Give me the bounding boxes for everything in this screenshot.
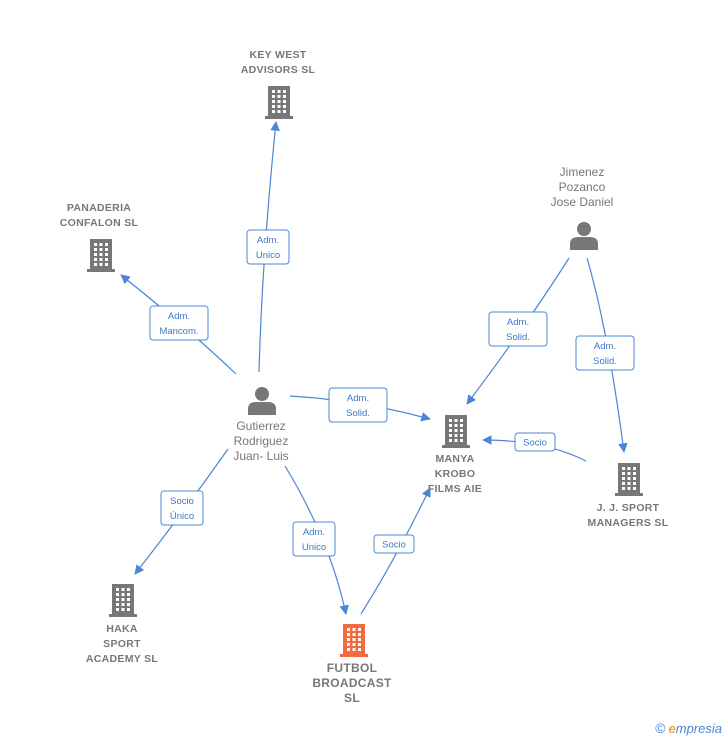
- edge-label-gutierrez-to-manya[interactable]: Adm. Solid.: [328, 387, 388, 423]
- node-label-line: Jose Daniel: [551, 195, 614, 209]
- edge-label-jimenez-to-manya[interactable]: Adm. Solid.: [488, 311, 548, 347]
- node-keywest[interactable]: KEY WEST ADVISORS SL: [241, 49, 316, 119]
- building-icon: [442, 415, 470, 448]
- edge-label-text: Socio: [170, 496, 194, 507]
- node-haka[interactable]: HAKA SPORT ACADEMY SL: [86, 584, 159, 665]
- node-label-line: ACADEMY SL: [86, 653, 159, 665]
- edge-label-text: Adm.: [303, 527, 325, 538]
- person-icon: [248, 387, 276, 415]
- building-icon: [340, 624, 368, 657]
- node-label-line: HAKA: [106, 623, 138, 635]
- building-icon: [265, 86, 293, 119]
- node-label-line: KROBO: [435, 468, 476, 480]
- node-label-line: SPORT: [103, 638, 141, 650]
- node-label-line: KEY WEST: [249, 49, 306, 61]
- node-label-line: MANYA: [435, 453, 474, 465]
- edge-label-box: [149, 305, 209, 341]
- edge-label-box: [488, 311, 548, 347]
- brand-logo-initial: e: [668, 721, 676, 736]
- edge-label-gutierrez-to-panaderia[interactable]: Adm. Mancom.: [149, 305, 209, 341]
- node-label-line: ADVISORS SL: [241, 64, 316, 76]
- node-panaderia[interactable]: PANADERIA CONFALON SL: [60, 202, 139, 272]
- building-icon: [87, 239, 115, 272]
- building-icon: [615, 463, 643, 496]
- node-label-line: Jimenez: [560, 165, 605, 179]
- edge-label-text: Socio: [523, 438, 547, 449]
- node-label-line: Gutierrez: [236, 419, 285, 433]
- edge-label-text: Socio: [382, 540, 406, 551]
- person-icon: [570, 222, 598, 250]
- building-icon: [109, 584, 137, 617]
- edge-futbol-to-manya: [360, 487, 431, 615]
- node-label-line: MANAGERS SL: [588, 517, 669, 529]
- node-label-line: FILMS AIE: [428, 483, 482, 495]
- edge-label-text: Adm.: [594, 341, 616, 352]
- edge-label-text: Solid.: [506, 332, 530, 343]
- edge-label-gutierrez-to-keywest[interactable]: Adm. Unico: [246, 229, 290, 265]
- edge-label-text: Adm.: [347, 393, 369, 404]
- node-label-line: SL: [344, 691, 360, 705]
- node-label-line: BROADCAST: [312, 676, 392, 690]
- edge-labels-layer: Adm.UnicoAdm.Mancom.Adm.Solid.SocioÚnico…: [149, 229, 635, 557]
- edge-label-jjsport-to-manya[interactable]: Socio: [514, 432, 556, 452]
- edge-label-text: Solid.: [593, 356, 617, 367]
- node-label-line: Juan- Luis: [233, 449, 288, 463]
- edge-label-box: [514, 432, 556, 452]
- node-label-line: PANADERIA: [67, 202, 131, 214]
- edge-label-text: Solid.: [346, 408, 370, 419]
- edge-label-text: Unico: [302, 542, 326, 553]
- edge-label-box: [160, 490, 204, 526]
- edge-label-text: Mancom.: [159, 326, 198, 337]
- node-label-line: CONFALON SL: [60, 217, 139, 229]
- edge-label-text: Adm.: [168, 311, 190, 322]
- edge-label-box: [292, 521, 336, 557]
- edge-label-text: Adm.: [507, 317, 529, 328]
- nodes-layer: KEY WEST ADVISORS SL PANADERIA CONFALON SL J…: [60, 49, 669, 705]
- edge-label-jimenez-to-jjsport[interactable]: Adm. Solid.: [575, 335, 635, 371]
- node-label-line: J. J. SPORT: [597, 502, 660, 514]
- edge-label-gutierrez-to-futbol[interactable]: Adm. Unico: [292, 521, 336, 557]
- copyright-icon: ©: [655, 720, 666, 736]
- edge-label-text: Único: [170, 511, 194, 522]
- edge-label-box: [246, 229, 290, 265]
- edge-label-futbol-to-manya[interactable]: Socio: [373, 534, 415, 554]
- edge-label-box: [373, 534, 415, 554]
- node-jjsport[interactable]: J. J. SPORT MANAGERS SL: [588, 463, 669, 529]
- edge-label-text: Adm.: [257, 235, 279, 246]
- node-manya[interactable]: MANYA KROBO FILMS AIE: [428, 415, 482, 495]
- edge-label-box: [575, 335, 635, 371]
- edge-label-box: [328, 387, 388, 423]
- brand-name: mpresia: [675, 721, 722, 736]
- node-label-line: Pozanco: [559, 180, 606, 194]
- footer-brand[interactable]: ©empresia: [655, 720, 722, 736]
- node-label-line: Rodriguez: [234, 434, 289, 448]
- edges-layer: [120, 121, 628, 615]
- node-label-line: FUTBOL: [327, 661, 377, 675]
- edge-label-text: Unico: [256, 250, 280, 261]
